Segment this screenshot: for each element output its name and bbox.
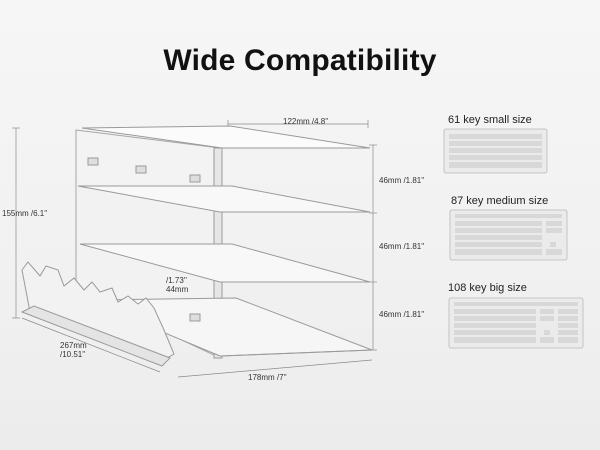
- keyboard-108-label: 108 key big size: [448, 282, 527, 294]
- base-plate: [20, 305, 171, 367]
- connector-tab: [189, 313, 201, 322]
- acrylic-stand: [20, 125, 373, 367]
- keyboard-61: [443, 128, 548, 174]
- depth-dimension-line: [21, 317, 161, 373]
- width-dimension-label: 122mm /4.8'': [283, 117, 329, 126]
- keyboard-61-label: 61 key small size: [448, 114, 532, 126]
- keyboard-108: [448, 297, 584, 349]
- front-slot-holder: [21, 261, 175, 363]
- depth-dimension-label-line1: 267mm: [60, 341, 87, 350]
- keyboard-87: [449, 209, 568, 261]
- page-title: Wide Compatibility: [163, 44, 437, 77]
- connector-tab: [135, 165, 147, 174]
- keyboard-87-label: 87 key medium size: [451, 195, 549, 207]
- base-dimension-line: [177, 359, 373, 378]
- shelf-top-dimension-label: 46mm /1.81'': [379, 176, 425, 185]
- depth-dimension-label-line2: /10.51'': [60, 350, 86, 359]
- base-width-dimension-label: 178mm /7'': [248, 373, 287, 382]
- shelf-bottom-dimension-label: 46mm /1.81'': [379, 310, 425, 319]
- height-dimension-label: 155mm /6.1'': [2, 209, 48, 218]
- connector-tab: [189, 174, 201, 183]
- shelf-mid-dimension-label: 46mm /1.81'': [379, 242, 425, 251]
- connector-tab: [87, 157, 99, 166]
- slot-dimension-label-line2: 44mm: [166, 285, 189, 294]
- slot-dimension-label-line1: /1.73'': [166, 276, 187, 285]
